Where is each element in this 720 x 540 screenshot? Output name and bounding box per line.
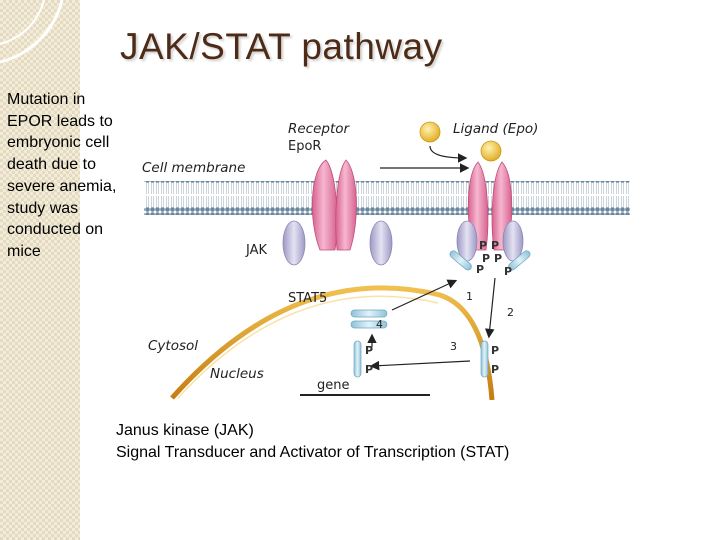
jak-stat-diagram: Receptor EpoR Ligand (Epo) Cell membrane…: [142, 121, 630, 400]
cell-membrane: [144, 181, 630, 215]
stat-bound-left: [449, 250, 472, 271]
phospho-label: P: [479, 239, 487, 252]
label-receptor: Receptor: [288, 121, 351, 137]
stat5-free: [350, 309, 388, 318]
phospho-label: P: [365, 363, 373, 376]
side-note: Mutation in EPOR leads to embryonic cell…: [7, 89, 177, 263]
side-note-line: embryonic cell: [7, 134, 110, 152]
jak-right: [369, 220, 393, 266]
arrow-step-3: [369, 360, 471, 371]
arrow-ligand-binding: [429, 145, 468, 163]
slide-title: JAK/STAT pathway: [120, 26, 443, 67]
arrow-step-2: [484, 277, 496, 339]
ligand-free: [419, 121, 441, 143]
arrow-step-1: [391, 279, 458, 311]
side-note-line: EPOR leads to: [7, 112, 113, 130]
nucleus-envelope: [170, 285, 495, 400]
corner-decoration: [0, 0, 64, 64]
ligand-bound: [480, 140, 502, 162]
caption-jak: Janus kinase (JAK): [116, 422, 254, 439]
decorative-side-strip: [0, 0, 80, 540]
jak-left: [282, 220, 306, 266]
side-note-line: Mutation in: [7, 91, 86, 108]
stat-dimer-cytosol: [480, 340, 489, 378]
inactive-receptor: [311, 159, 357, 251]
side-note-line: mice: [7, 242, 41, 260]
label-stat5: STAT5: [288, 291, 327, 306]
stat-bound-right: [508, 250, 531, 271]
label-epor: EpoR: [288, 139, 321, 154]
label-cytosol: Cytosol: [148, 338, 198, 354]
phospho-label: P: [491, 344, 499, 357]
label-gene: gene: [317, 378, 350, 393]
side-note-line: study was: [7, 199, 79, 217]
phospho-label: P: [504, 265, 512, 278]
side-note-line: severe anemia,: [7, 177, 117, 195]
stat5-free: [350, 320, 388, 329]
nucleus-envelope-highlight: [177, 295, 439, 399]
phospho-label: P: [476, 263, 484, 276]
step-number-3: 3: [450, 340, 457, 353]
step-number-2: 2: [507, 306, 514, 319]
side-note-line: conducted on: [7, 221, 104, 239]
caption-stat: Signal Transducer and Activator of Trans…: [116, 443, 510, 461]
phospho-label: P: [365, 344, 373, 357]
label-cell-membrane: Cell membrane: [142, 160, 245, 176]
captions: Janus kinase (JAK) Signal Transducer and…: [116, 420, 509, 463]
step-number-1: 1: [466, 290, 473, 303]
label-nucleus: Nucleus: [210, 366, 264, 382]
step-number-4: 4: [376, 318, 383, 331]
side-note-line: death due to: [7, 156, 96, 174]
phospho-label: P: [494, 252, 502, 265]
phospho-label: P: [482, 252, 490, 265]
stat-dimer-nucleus: [353, 340, 362, 378]
label-jak: JAK: [245, 243, 267, 258]
phospho-label: P: [491, 363, 499, 376]
phospho-label: P: [491, 239, 499, 252]
label-ligand: Ligand (Epo): [453, 121, 538, 137]
